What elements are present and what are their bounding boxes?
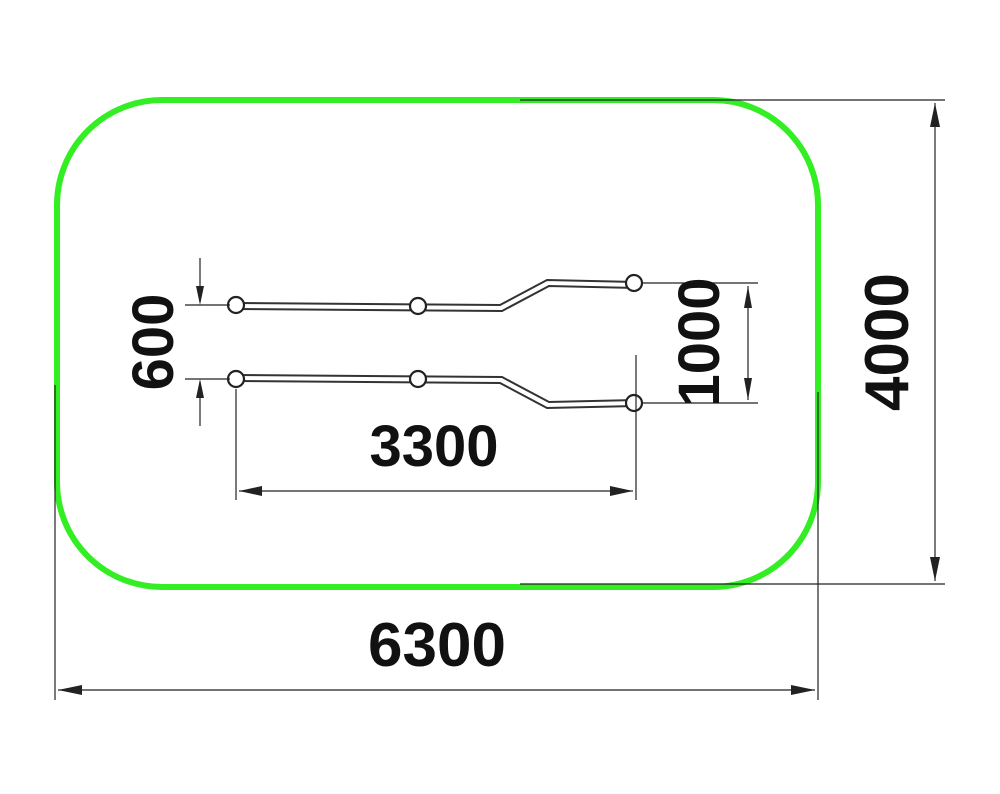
overall-width-dimension: 6300: [54, 385, 819, 700]
wide-spacing-dimension: 1000: [642, 277, 758, 407]
lower-bar: [235, 374, 637, 410]
post-lower-middle: [408, 369, 428, 389]
narrow-spacing-label: 600: [121, 294, 186, 391]
bar-length-label: 3300: [369, 414, 498, 479]
overall-depth-label: 4000: [853, 273, 922, 411]
bar-length-dimension: 3300: [235, 355, 637, 500]
wide-spacing-label: 1000: [667, 277, 732, 406]
overall-width-label: 6300: [368, 611, 506, 680]
post-upper-middle: [408, 296, 428, 316]
post-upper-left: [226, 295, 246, 315]
narrow-spacing-dimension: 600: [121, 258, 230, 426]
overall-depth-dimension: 4000: [520, 99, 945, 585]
post-upper-right: [624, 273, 644, 293]
post-lower-right: [624, 393, 644, 413]
safety-zone-outline: [54, 97, 821, 590]
upper-bar: [235, 278, 637, 313]
post-lower-left: [226, 369, 246, 389]
